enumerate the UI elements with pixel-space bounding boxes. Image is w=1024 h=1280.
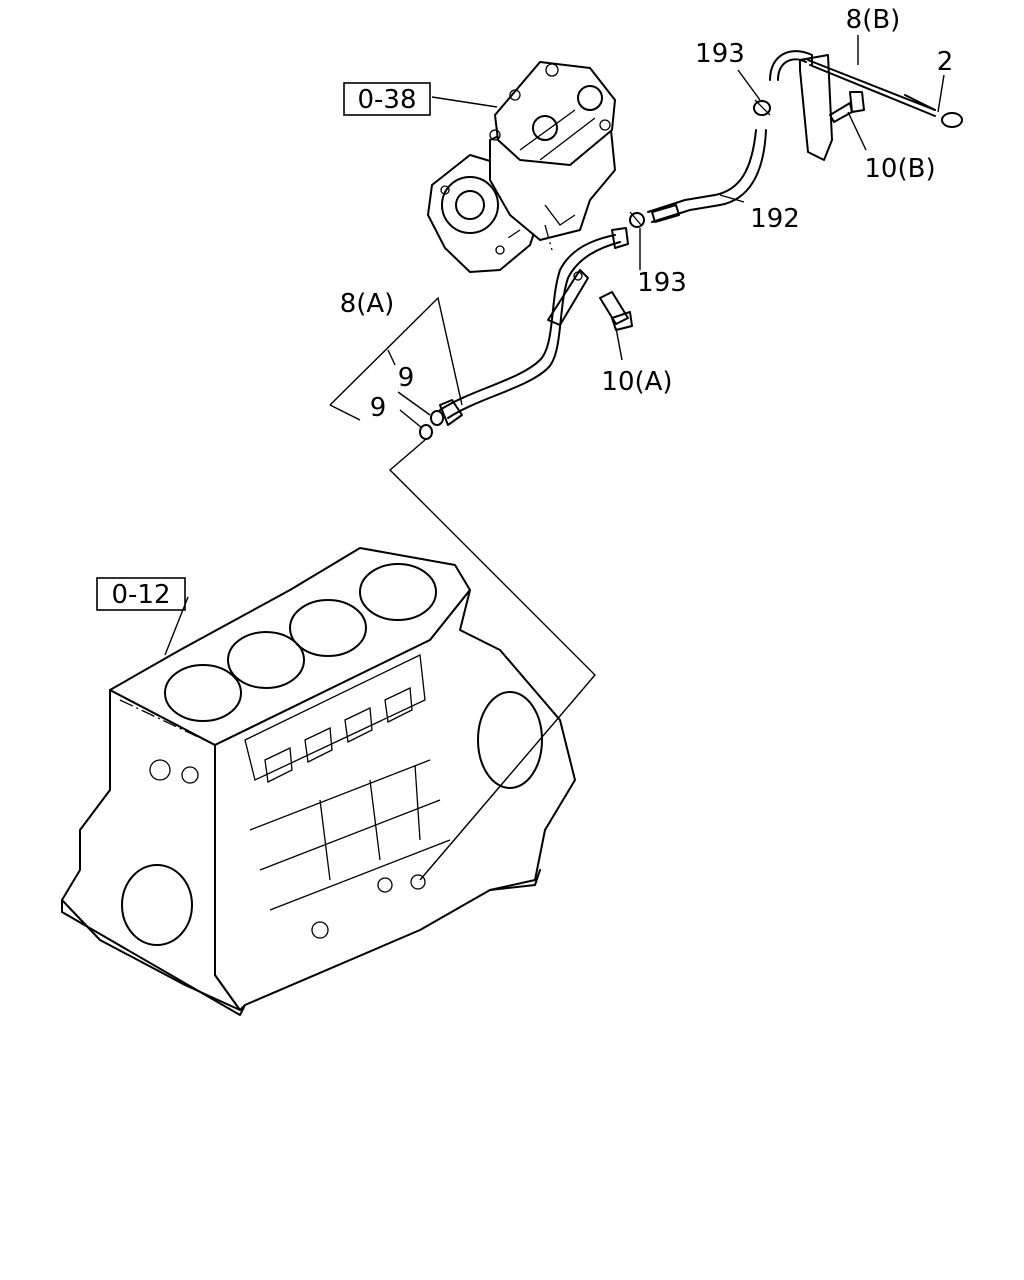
hose-192[interactable]	[647, 129, 767, 223]
cylinder-block[interactable]	[61, 547, 576, 1016]
oil-pipe-8a[interactable]	[439, 227, 629, 426]
ref-0-12-label: 0-12	[111, 580, 170, 610]
label-193-lower: 193	[637, 268, 687, 298]
label-9-lower: 9	[370, 393, 387, 423]
label-2: 2	[937, 47, 954, 77]
dipstick-2[interactable]	[904, 94, 963, 128]
oil-pipe-8b[interactable]	[769, 50, 936, 161]
label-10b: 10(B)	[864, 154, 935, 184]
clip-193-upper[interactable]	[753, 99, 771, 116]
clip-193-lower[interactable]	[629, 211, 645, 228]
reference-box-0-12[interactable]: 0-12	[96, 577, 186, 611]
air-compressor[interactable]	[427, 61, 616, 273]
label-8a: 8(A)	[340, 289, 395, 319]
label-193-upper: 193	[695, 39, 745, 69]
label-10a: 10(A)	[601, 367, 672, 397]
label-8b: 8(B)	[846, 5, 901, 35]
label-9-upper: 9	[398, 363, 415, 393]
bolt-10b[interactable]	[829, 91, 865, 123]
label-192: 192	[750, 204, 800, 234]
o-ring-lower[interactable]	[419, 424, 433, 440]
bolt-10a[interactable]	[599, 291, 633, 331]
reference-box-0-38[interactable]: 0-38	[343, 82, 431, 116]
o-ring-upper[interactable]	[430, 410, 444, 426]
ref-0-38-label: 0-38	[357, 85, 416, 115]
leader-lines	[164, 35, 945, 881]
